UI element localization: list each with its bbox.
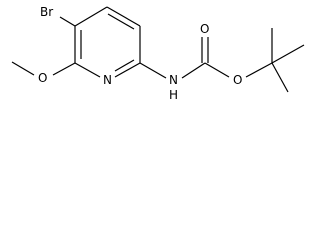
atom-amide-nitrogen: N <box>169 73 178 87</box>
molecule-drawing: Br O N N H O O <box>11 5 305 102</box>
ring-bond-n1-c6 <box>74 62 101 78</box>
atom-ring-nitrogen: N <box>103 73 112 87</box>
bond-ester-o-tbu <box>245 62 273 78</box>
bond-tbu-methyl-bottom <box>271 62 289 93</box>
bond-carbonyl-ester-o <box>204 62 230 78</box>
ring-bond-c2-n1 <box>114 62 141 78</box>
atom-methoxy-oxygen: O <box>38 71 47 85</box>
atom-bromine: Br <box>40 5 53 19</box>
atom-ester-oxygen: O <box>233 73 242 87</box>
bond-o-methyl <box>11 61 35 76</box>
bond-c5-br <box>59 16 76 27</box>
ring-bond-c4-c3-inner <box>107 13 135 30</box>
ring-bond-c4-c3 <box>106 6 141 27</box>
ring-bond-c5-c4 <box>74 6 108 27</box>
atom-carbonyl-oxygen: O <box>200 22 209 36</box>
structure-diagram: Br O N N H O O <box>0 0 319 108</box>
bond-c2-nh <box>139 62 167 79</box>
bond-c6-o <box>52 62 76 76</box>
bond-nh-carbonyl <box>181 62 206 79</box>
ring-bond-c2-n1-inner <box>114 59 135 72</box>
atom-amide-hydrogen: H <box>169 88 178 102</box>
bond-tbu-methyl-right <box>271 44 305 64</box>
